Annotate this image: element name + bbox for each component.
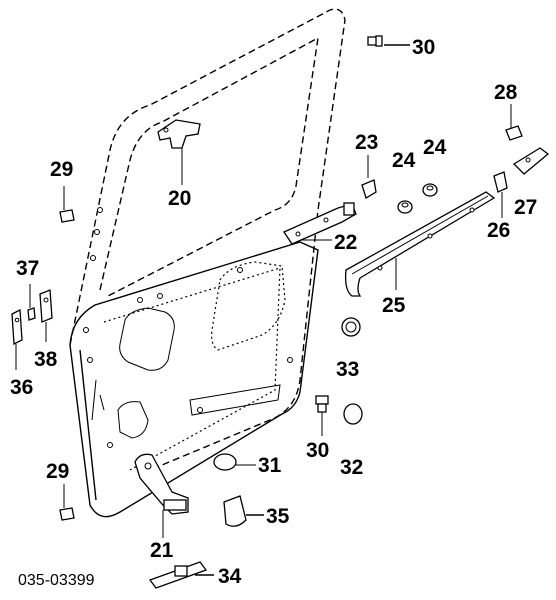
part-24-nut-a xyxy=(397,200,413,214)
callout-38: 38 xyxy=(34,348,58,371)
sliding-door-panel xyxy=(69,8,346,518)
part-30-bolt-upper xyxy=(367,35,410,47)
part-25-rail xyxy=(344,191,496,297)
part-29-bumper-upper xyxy=(59,186,75,223)
callout-24-b: 24 xyxy=(423,136,447,159)
part-22-latch-bracket xyxy=(283,202,357,245)
part-37-shim xyxy=(27,284,36,321)
part-30-bolt-lower xyxy=(315,395,329,436)
part-20-upper-hinge xyxy=(157,119,201,185)
callout-27: 27 xyxy=(514,196,537,219)
callout-30-lower: 30 xyxy=(306,439,329,462)
callout-21: 21 xyxy=(150,539,174,562)
part-34-link-rod xyxy=(148,561,214,589)
part-32-cap xyxy=(343,403,363,425)
callout-34: 34 xyxy=(218,565,242,588)
callout-29-lower: 29 xyxy=(46,460,69,483)
callout-31: 31 xyxy=(258,454,282,477)
callout-24-a: 24 xyxy=(392,149,416,172)
callout-22: 22 xyxy=(334,231,357,254)
callout-29-upper: 29 xyxy=(50,158,73,181)
diagram-code: 035-03399 xyxy=(18,572,95,589)
callout-20: 20 xyxy=(168,187,191,210)
part-21-lower-hinge xyxy=(134,453,189,538)
callout-37: 37 xyxy=(16,257,39,280)
callout-23: 23 xyxy=(355,131,378,154)
part-35-bracket xyxy=(223,495,264,527)
callout-33: 33 xyxy=(336,358,359,381)
callout-26: 26 xyxy=(487,219,510,242)
part-29-bumper-lower xyxy=(59,484,75,521)
part-28-roller xyxy=(505,104,523,141)
part-24-nut-b xyxy=(422,183,438,197)
callout-25: 25 xyxy=(382,294,406,317)
callout-30-upper: 30 xyxy=(412,36,435,59)
part-33-grommet xyxy=(341,317,361,337)
callout-28: 28 xyxy=(494,81,518,104)
callout-32: 32 xyxy=(340,456,363,479)
part-26-bracket xyxy=(493,171,508,218)
part-31-plug xyxy=(213,453,256,471)
part-38-striker xyxy=(39,289,53,342)
callout-36: 36 xyxy=(10,376,33,399)
part-36-striker-plate xyxy=(11,308,23,370)
part-23-clip xyxy=(361,155,377,199)
part-27-end-guide xyxy=(512,147,550,175)
callout-35: 35 xyxy=(266,505,290,528)
